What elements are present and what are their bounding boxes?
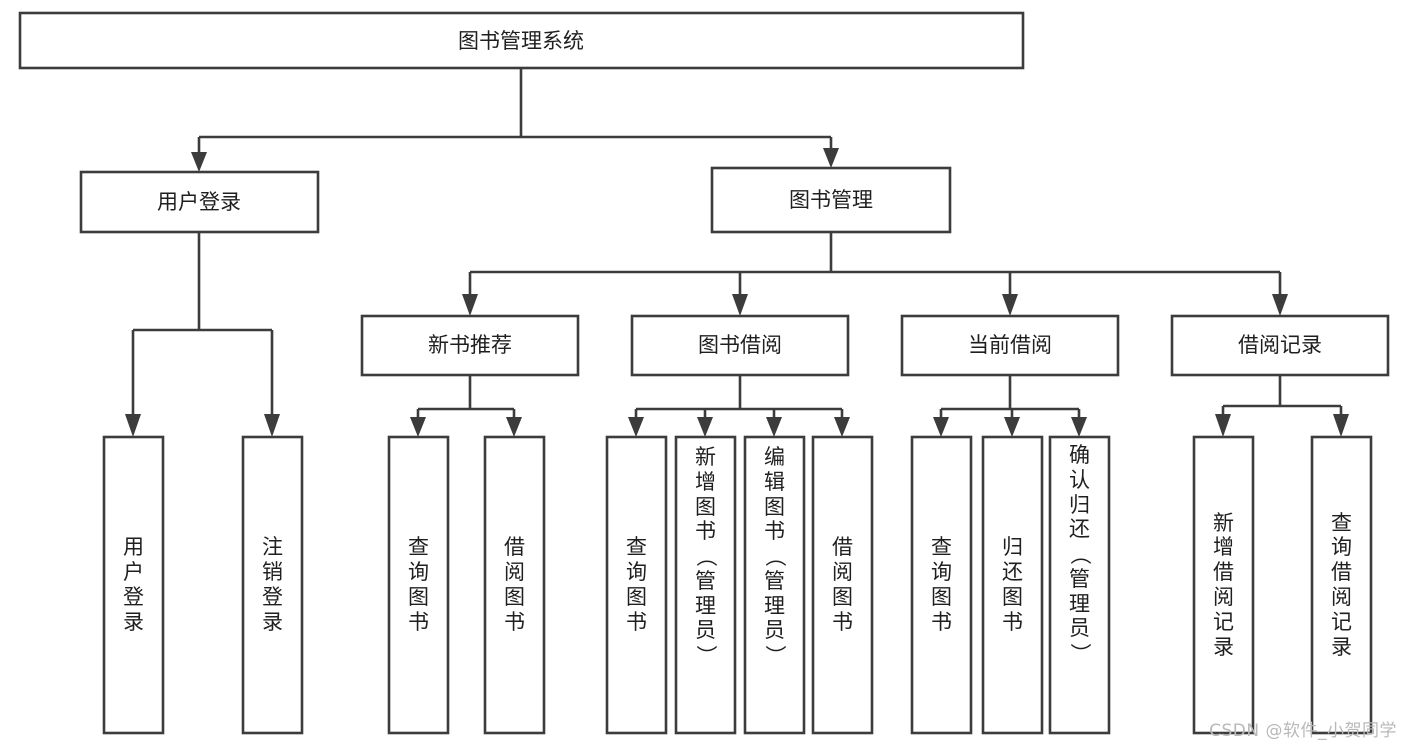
arrow-borrow-leaf-2 (697, 417, 713, 437)
leaf-box-borrow-4[interactable] (811, 435, 874, 735)
leaf-box-borrow-1[interactable] (605, 435, 668, 735)
node-current-borrow[interactable]: 当前借阅 (900, 314, 1120, 377)
node-book-borrow-box[interactable] (630, 314, 850, 377)
leaf-box-current-1[interactable] (910, 435, 973, 735)
node-new-book-recommend-label: 新书推荐 (428, 333, 512, 357)
leaf-box-borrow-3[interactable] (743, 435, 806, 735)
connector-group (125, 68, 1349, 437)
arrow-leaf-user-login-2 (264, 414, 280, 437)
node-new-book-recommend-box[interactable] (360, 314, 580, 377)
node-user-login-box[interactable] (79, 170, 320, 234)
arrow-current-leaf-3 (1071, 417, 1087, 437)
arrow-borrow-leaf-4 (834, 417, 850, 437)
arrow-current-leaf-1 (933, 417, 949, 437)
node-root-label: 图书管理系统 (458, 29, 584, 53)
arrow-level3-3 (1002, 294, 1018, 316)
node-book-borrow[interactable]: 图书借阅 (630, 314, 850, 377)
node-user-login-label: 用户登录 (157, 190, 241, 214)
arrow-level3-2 (732, 294, 748, 316)
leaf-box-record-2[interactable] (1310, 435, 1373, 735)
node-book-borrow-label: 图书借阅 (698, 333, 782, 357)
arrow-borrow-leaf-3 (766, 417, 782, 437)
node-book-manage-box[interactable] (710, 166, 952, 234)
arrow-user-login (191, 152, 207, 172)
arrow-book-manage (823, 148, 839, 168)
arrow-record-leaf-2 (1333, 414, 1349, 437)
node-borrow-record-label: 借阅记录 (1238, 333, 1322, 357)
leaf-box-record-1[interactable] (1192, 435, 1255, 735)
node-root-box[interactable] (18, 11, 1025, 70)
arrow-level3-4 (1272, 294, 1288, 316)
node-new-book-recommend[interactable]: 新书推荐 (360, 314, 580, 377)
node-user-login[interactable]: 用户登录 (79, 170, 320, 234)
leaf-box-current-2[interactable] (981, 435, 1044, 735)
arrow-newbook-leaf-1 (410, 417, 426, 437)
arrow-borrow-leaf-1 (628, 417, 644, 437)
leaf-box-user-login-2[interactable] (241, 435, 304, 735)
leaf-box-borrow-2[interactable] (674, 435, 737, 735)
node-current-borrow-box[interactable] (900, 314, 1120, 377)
leaf-box-newbook-1[interactable] (387, 435, 450, 735)
node-borrow-record[interactable]: 借阅记录 (1170, 314, 1390, 377)
arrow-level3-1 (462, 294, 478, 316)
arrow-leaf-user-login-1 (125, 414, 141, 437)
watermark-text: CSDN @软件_小贺同学 (1209, 721, 1397, 741)
leaf-box-current-3[interactable] (1048, 435, 1111, 735)
node-book-manage-label: 图书管理 (789, 188, 873, 212)
arrow-newbook-leaf-2 (506, 417, 522, 437)
node-borrow-record-box[interactable] (1170, 314, 1390, 377)
leaf-box-user-login-1[interactable] (102, 435, 165, 735)
node-book-manage[interactable]: 图书管理 (710, 166, 952, 234)
node-root[interactable]: 图书管理系统 (18, 11, 1025, 70)
arrow-record-leaf-1 (1215, 414, 1231, 437)
leaf-box-newbook-2[interactable] (483, 435, 546, 735)
arrow-current-leaf-2 (1004, 417, 1020, 437)
node-current-borrow-label: 当前借阅 (968, 333, 1052, 357)
